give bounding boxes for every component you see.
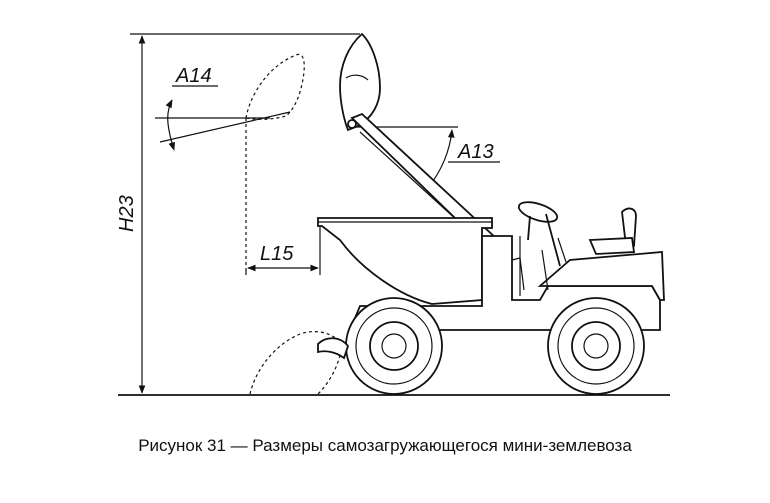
a14-dimension: A14 <box>155 53 305 268</box>
raised-bucket <box>339 32 381 132</box>
front-wheel <box>345 297 443 395</box>
bucket-ghost-outline <box>245 53 305 120</box>
h23-label: H23 <box>116 195 138 232</box>
a13-label: A13 <box>457 141 494 163</box>
a14-label: A14 <box>175 65 212 87</box>
ground-bucket <box>249 331 350 395</box>
steering-wheel <box>517 201 561 267</box>
operator-seat <box>588 207 637 255</box>
a13-dimension: A13 <box>352 126 500 189</box>
l15-dimension: L15 <box>245 225 321 275</box>
figure-caption: Рисунок 31 — Размеры самозагружающегося … <box>138 436 632 455</box>
dump-body <box>317 217 493 305</box>
h23-dimension: H23 <box>116 33 360 394</box>
l15-label: L15 <box>260 243 294 265</box>
rear-wheel <box>547 297 645 395</box>
